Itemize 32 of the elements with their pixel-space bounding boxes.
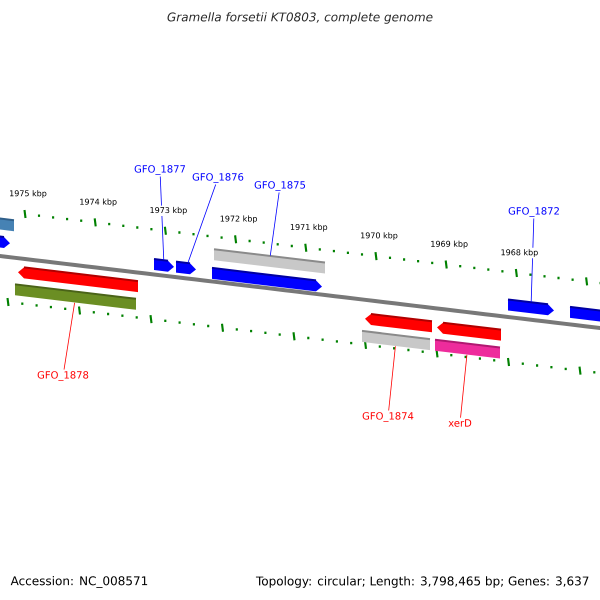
gene-label: GFO_1877 <box>134 165 186 175</box>
gene-feature <box>362 330 430 350</box>
gene-feature <box>176 260 196 274</box>
footer-text: Topology: circular; Length: 3,798,465 bp; Genes: 3,637 <box>254 574 591 590</box>
tick-label: 1974 kbp <box>78 197 118 208</box>
gene-label: xerD <box>448 419 472 427</box>
tick-label: 1972 kbp <box>218 214 259 224</box>
tick-label: 1970 kbp <box>358 230 400 242</box>
tick-label: 1973 kbp <box>148 206 189 216</box>
leader-line <box>188 184 216 264</box>
title: Gramella forsetii KT0803, complete genome <box>168 12 432 24</box>
gene-label: GFO_1872 <box>508 207 559 217</box>
leader-line <box>460 354 468 418</box>
tick-label: 1969 kbp <box>429 239 470 250</box>
leader-line <box>530 218 534 302</box>
tick-label: 1975 kbp <box>8 188 48 200</box>
gene-label: GFO_1875 <box>254 181 306 191</box>
tick-label: 1971 kbp <box>288 222 329 233</box>
gene-feature <box>214 248 326 274</box>
gene-label: GFO_1874 <box>362 412 414 422</box>
leader-line <box>160 176 164 260</box>
gene-feature <box>508 298 554 316</box>
footer-text: Accession: NC_008571 <box>9 574 150 590</box>
leader-line <box>388 346 396 411</box>
tick-label: 1968 kbp <box>499 248 540 258</box>
gene-label: GFO_1878 <box>38 371 88 381</box>
gene-feature <box>154 258 174 272</box>
gene-feature <box>14 283 136 310</box>
gene-feature <box>434 338 500 358</box>
leader-line <box>64 302 75 370</box>
leader-line <box>270 192 280 256</box>
gene-label: GFO_1876 <box>192 173 244 183</box>
